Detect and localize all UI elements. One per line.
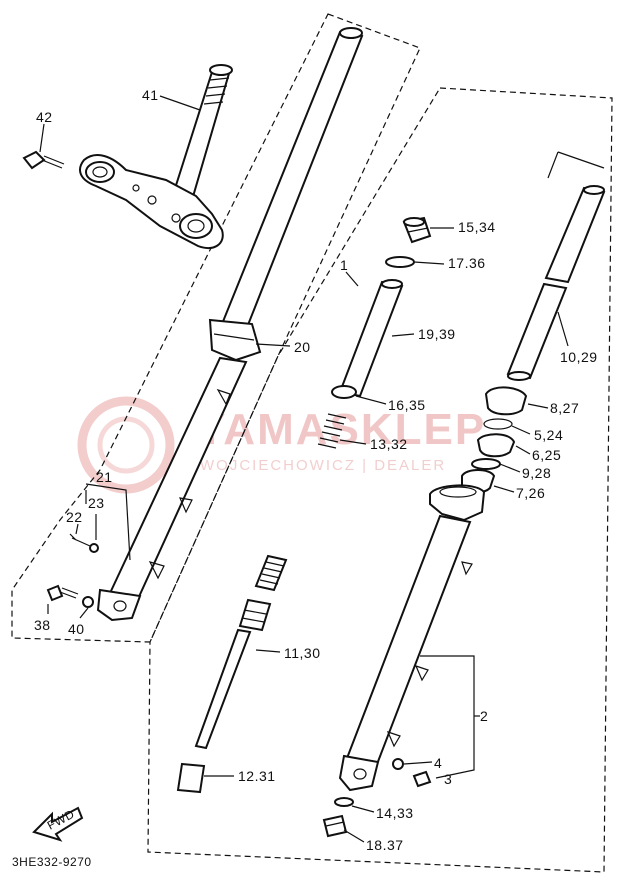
callout-42: 42: [36, 109, 53, 125]
callout-17-36: 17.36: [448, 255, 486, 271]
callout-11-30: 11,30: [284, 645, 321, 661]
callout-4: 4: [434, 755, 442, 771]
callout-1: 1: [340, 257, 348, 273]
callout-2: 2: [480, 708, 488, 724]
callout-19-39: 19,39: [418, 326, 456, 342]
callout-5-24: 5,24: [534, 427, 563, 443]
copper-washer: [334, 797, 354, 807]
callout-10-29: 10,29: [560, 349, 598, 365]
callout-41: 41: [142, 87, 159, 103]
bolt-3: [412, 770, 432, 788]
callout-7-26: 7,26: [516, 485, 545, 501]
retaining-clip: [483, 418, 513, 430]
callout-8-27: 8,27: [550, 400, 579, 416]
callout-38: 38: [34, 617, 51, 633]
spacer-tube: [338, 279, 404, 398]
washer-23: [89, 543, 99, 553]
fork-spring: [254, 413, 347, 592]
inner-fork-group-outline: [147, 87, 613, 873]
callout-13-32: 13,32: [370, 436, 408, 452]
washer-40: [82, 596, 94, 608]
fwd-arrow-icon: FWD: [32, 806, 84, 842]
callout-21: 21: [96, 469, 113, 485]
drain-bolt: [322, 814, 348, 838]
bolt-38: [46, 584, 79, 602]
dust-seal: [484, 386, 528, 416]
fork-slider: [338, 484, 486, 792]
leader-lines: [39, 95, 569, 843]
callout-14-33: 14,33: [376, 805, 414, 821]
diagram-code: 3HE332-9270: [12, 855, 92, 869]
taper-spindle: [176, 762, 206, 794]
oil-seal: [476, 433, 516, 458]
callout-16-35: 16,35: [388, 397, 426, 413]
bolt-42: [22, 150, 65, 170]
callout-40: 40: [68, 621, 85, 637]
callout-22: 22: [66, 509, 83, 525]
callout-23: 23: [88, 495, 105, 511]
watermark: YAMASKLEP WOJCIECHOWICZ | DEALER: [77, 396, 484, 494]
callout-12-31: 12.31: [238, 768, 276, 784]
washer-4: [392, 758, 404, 770]
o-ring: [385, 256, 415, 268]
callout-15-34: 15,34: [458, 219, 496, 235]
callout-18-37: 18.37: [366, 837, 404, 853]
washer-9: [471, 458, 501, 470]
watermark-logo-icon: [77, 396, 175, 494]
callout-labels: 41 42 20 21 23 22 38 40 1 15,34 17.36 19…: [34, 87, 598, 853]
outer-tube-group-outline: [11, 13, 421, 643]
damper-rod: [194, 598, 272, 750]
inner-tube: [506, 185, 606, 381]
screw-22: [69, 533, 91, 547]
outer-tube: [96, 27, 364, 622]
steering-stem: [79, 64, 233, 249]
callout-20: 20: [294, 339, 311, 355]
callout-3: 3: [444, 771, 452, 787]
callout-9-28: 9,28: [522, 465, 551, 481]
callout-6-25: 6,25: [532, 447, 561, 463]
right-inner-bracket: [547, 151, 605, 179]
cap-bolt: [402, 216, 432, 244]
watermark-dealer: WOJCIECHOWICZ | DEALER: [200, 457, 446, 474]
washer-16: [331, 385, 357, 399]
